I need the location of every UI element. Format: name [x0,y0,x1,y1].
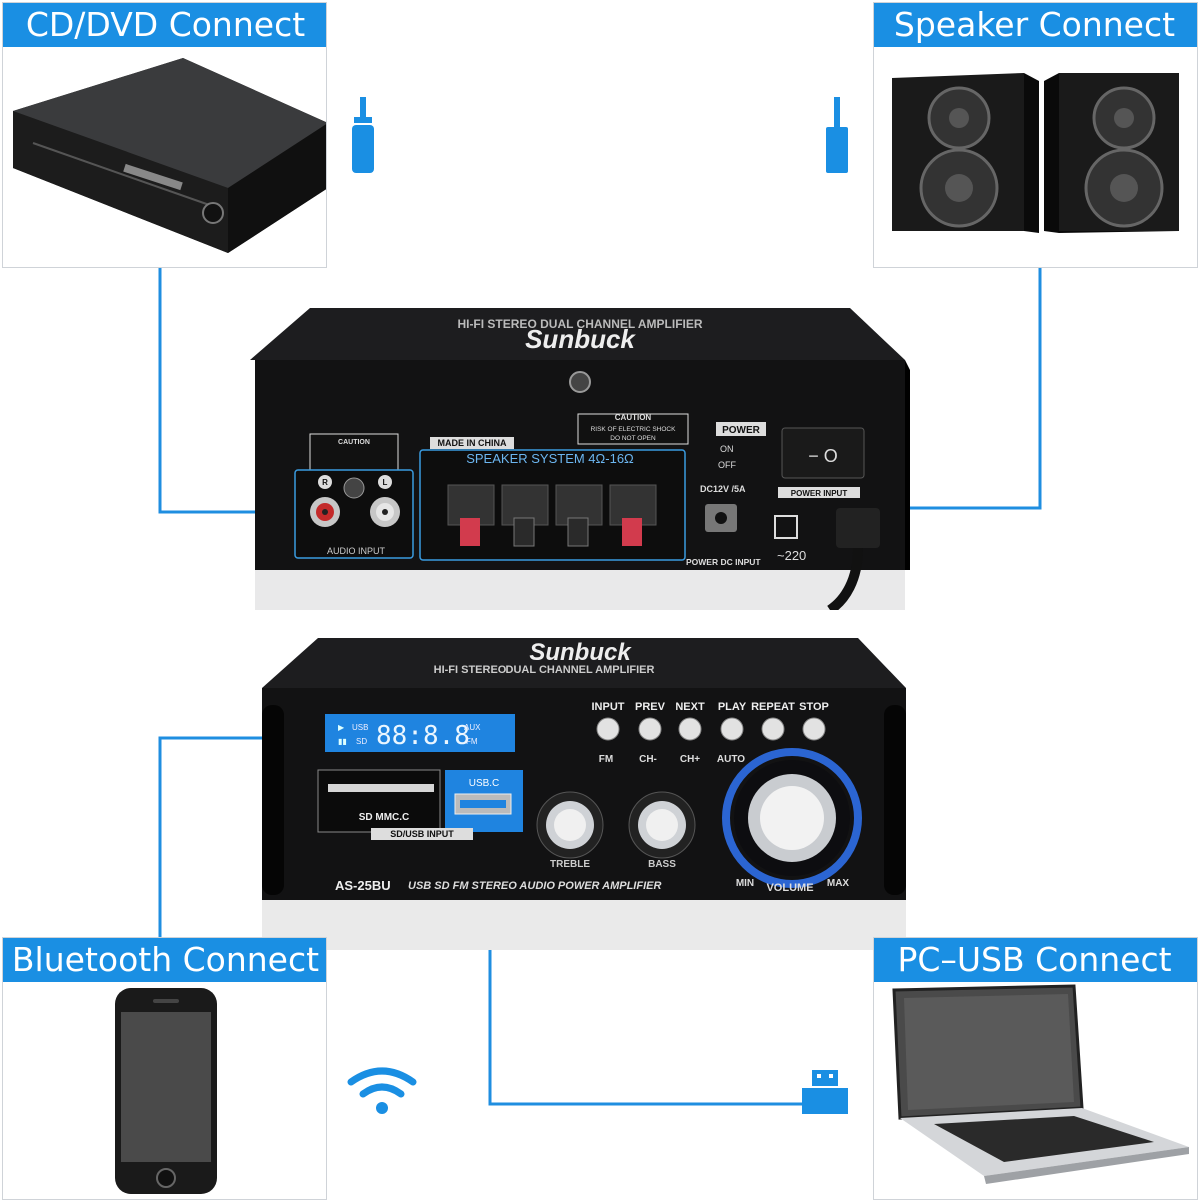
rear-power-label: POWER [722,425,761,436]
pc-usb-panel: PC–USB Connect [873,937,1198,1200]
laptop-image [892,984,1189,1184]
stop-button[interactable] [802,717,826,741]
smartphone-image [115,988,217,1194]
usb-slot-label: USB.C [469,778,500,789]
rear-caution-left: CAUTION [338,439,370,446]
rear-caution-text-1: RISK OF ELECTRIC SHOCK [591,426,677,433]
speaker-panel: Speaker Connect [873,2,1198,268]
display-fm: FM [466,737,478,746]
lcd-display [325,714,515,752]
next-button[interactable] [678,717,702,741]
rear-brand: Sunbuck [525,324,636,354]
control-buttons[interactable]: INPUT PREV NEXT PLAY REPEAT STOP FM CH- CH+ AUTO [592,701,829,765]
rear-caution-center: CAUTION [615,413,652,422]
rear-power-input: POWER INPUT [791,489,848,498]
display-usb: USB [352,723,368,732]
rear-subtitle: HI-FI STEREO DUAL CHANNEL AMPLIFIER [457,317,702,331]
bluetooth-title: Bluetooth Connect [3,938,326,982]
rca-plug-icon [352,97,374,173]
button-sub-label: FM [599,754,613,765]
amplifier-rear-view: Sunbuck HI-FI STEREO DUAL CHANNEL AMPLIF… [250,308,910,610]
dvd-player-image [13,58,326,253]
rear-speaker-system: SPEAKER SYSTEM 4Ω-16Ω [466,451,634,466]
rear-dc-rating: DC12V /5A [700,484,746,494]
cd-dvd-title: CD/DVD Connect [3,3,326,47]
rear-audio-input-label: AUDIO INPUT [327,546,386,556]
button-sub-label: AUTO [717,754,745,765]
model-description: USB SD FM STEREO AUDIO POWER AMPLIFIER [408,880,661,892]
repeat-button[interactable] [761,717,785,741]
front-brand: Sunbuck [529,639,632,666]
rear-made-in: MADE IN CHINA [438,438,507,448]
rear-power-dc-input: POWER DC INPUT [686,557,761,567]
button-label-play: PLAY [718,701,747,713]
bluetooth-panel: Bluetooth Connect [2,937,327,1200]
button-label-prev: PREV [635,701,666,713]
treble-label: TREBLE [550,859,590,870]
amplifier-front-view: Sunbuck HI-FI STEREO DUAL CHANNEL AMPLIF… [262,638,906,950]
bass-label: BASS [648,859,676,870]
display-sd: SD [356,737,367,746]
rear-channel-r: R [322,478,328,487]
model-number: AS-25BU [335,878,391,893]
display-aux: AUX [464,723,481,732]
svg-text:▮▮: ▮▮ [338,737,347,746]
rear-ac-label: ~220 [777,548,806,563]
volume-label: VOLUME [766,882,813,894]
sd-usb-input-label: SD/USB INPUT [390,829,454,839]
rear-caution-text-2: DO NOT OPEN [610,435,656,442]
speaker-title: Speaker Connect [874,3,1197,47]
input-button[interactable] [596,717,620,741]
prev-button[interactable] [638,717,662,741]
display-digits: 88:8.8 [376,721,470,751]
play-button[interactable] [720,717,744,741]
front-subtitle-1: HI-FI STEREO [434,664,507,676]
usb-plug-icon [802,1070,848,1114]
rear-channel-l: L [383,478,388,487]
button-label-stop: STOP [799,701,829,713]
button-label-repeat: REPEAT [751,701,795,713]
button-label-next: NEXT [675,701,705,713]
vol-min-label: MIN [736,878,754,889]
sd-slot-label: SD MMC.C [359,812,410,823]
speakers-image [892,73,1179,233]
svg-text:▶: ▶ [338,723,345,732]
rear-off-label: OFF [718,460,736,470]
cd-dvd-panel: CD/DVD Connect [2,2,327,268]
button-sub-label: CH+ [680,754,700,765]
rear-on-label: ON [720,444,734,454]
button-sub-label: CH- [639,754,657,765]
speaker-plug-icon [826,97,848,173]
front-subtitle-2: DUAL CHANNEL AMPLIFIER [506,664,655,676]
vol-max-label: MAX [827,878,850,889]
svg-text:− O: − O [808,446,838,466]
power-rocker-switch [781,427,865,479]
pc-usb-title: PC–USB Connect [874,938,1197,982]
button-label-input: INPUT [592,701,625,713]
wireless-signal-icon [347,1067,417,1114]
